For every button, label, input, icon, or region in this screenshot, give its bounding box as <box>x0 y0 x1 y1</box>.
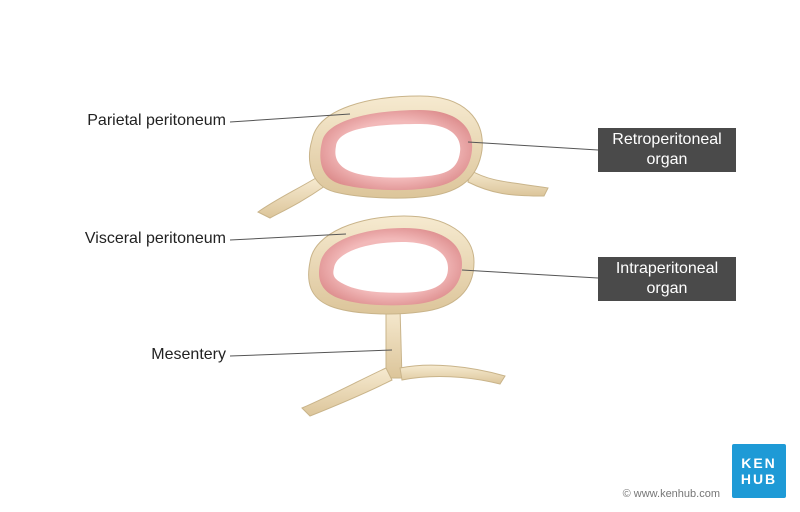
mesentery-flap-left <box>302 368 392 416</box>
mesentery-stalk <box>386 308 402 378</box>
label-intra-line2: organ <box>602 279 732 299</box>
logo-line1: KEN <box>741 455 777 471</box>
parietal-flap-left <box>258 178 325 218</box>
leader-mesentery <box>230 350 392 356</box>
label-retroperitoneal-organ: Retroperitoneal organ <box>598 128 736 172</box>
copyright-text: © www.kenhub.com <box>580 488 720 500</box>
label-visceral-peritoneum: Visceral peritoneum <box>30 230 226 248</box>
label-intraperitoneal-organ: Intraperitoneal organ <box>598 257 736 301</box>
label-intra-line1: Intraperitoneal <box>602 259 732 279</box>
logo-line2: HUB <box>741 471 777 487</box>
intraperitoneal-organ-figure <box>302 216 505 416</box>
retroperitoneal-organ-figure <box>258 96 548 218</box>
label-retro-line2: organ <box>602 150 732 170</box>
label-retro-line1: Retroperitoneal <box>602 130 732 150</box>
parietal-flap-right <box>468 170 548 196</box>
leader-retroperitoneal <box>468 142 598 150</box>
mesentery-flap-right <box>400 365 505 384</box>
lumen-top <box>335 124 460 178</box>
label-parietal-peritoneum: Parietal peritoneum <box>30 112 226 130</box>
leader-intraperitoneal <box>462 270 598 278</box>
kenhub-logo: KEN HUB <box>732 444 786 498</box>
label-mesentery: Mesentery <box>30 346 226 364</box>
